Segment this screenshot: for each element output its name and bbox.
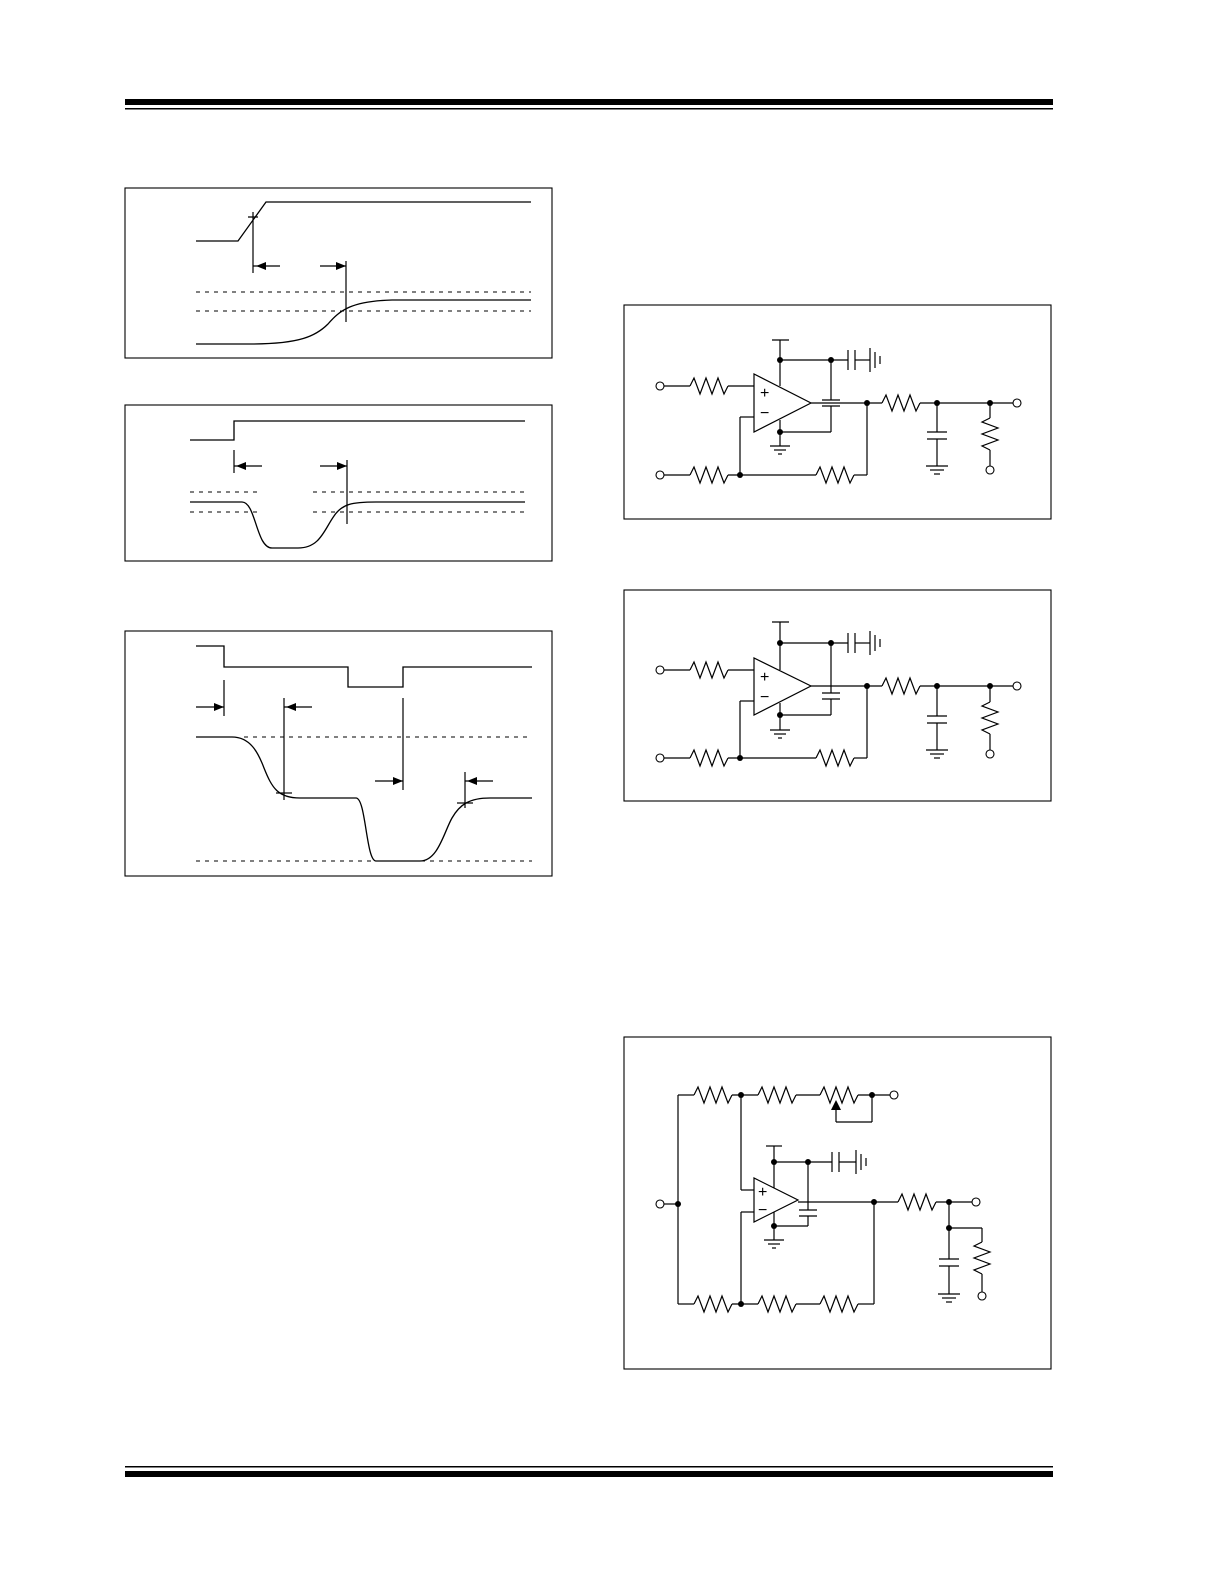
timing-diagram-2 [124, 404, 553, 562]
circuit-diagram-3: + − [623, 1036, 1052, 1370]
svg-text:−: − [760, 689, 769, 706]
svg-text:+: + [760, 669, 769, 686]
timing-diagram-3 [124, 630, 553, 877]
svg-text:−: − [758, 1202, 767, 1219]
circuit-diagram-1: + − [623, 304, 1052, 520]
op-amp [753, 1177, 800, 1223]
timing-diagram-1 [124, 187, 553, 359]
svg-text:+: + [758, 1184, 767, 1201]
svg-text:+: + [760, 385, 769, 402]
footer-rule [125, 1466, 1053, 1477]
op-amp [753, 373, 813, 433]
header-rule [125, 99, 1053, 110]
op-amp [753, 657, 813, 716]
circuit-diagram-2: + − [623, 589, 1052, 802]
svg-text:−: − [760, 405, 769, 422]
input-terminal [655, 381, 665, 391]
